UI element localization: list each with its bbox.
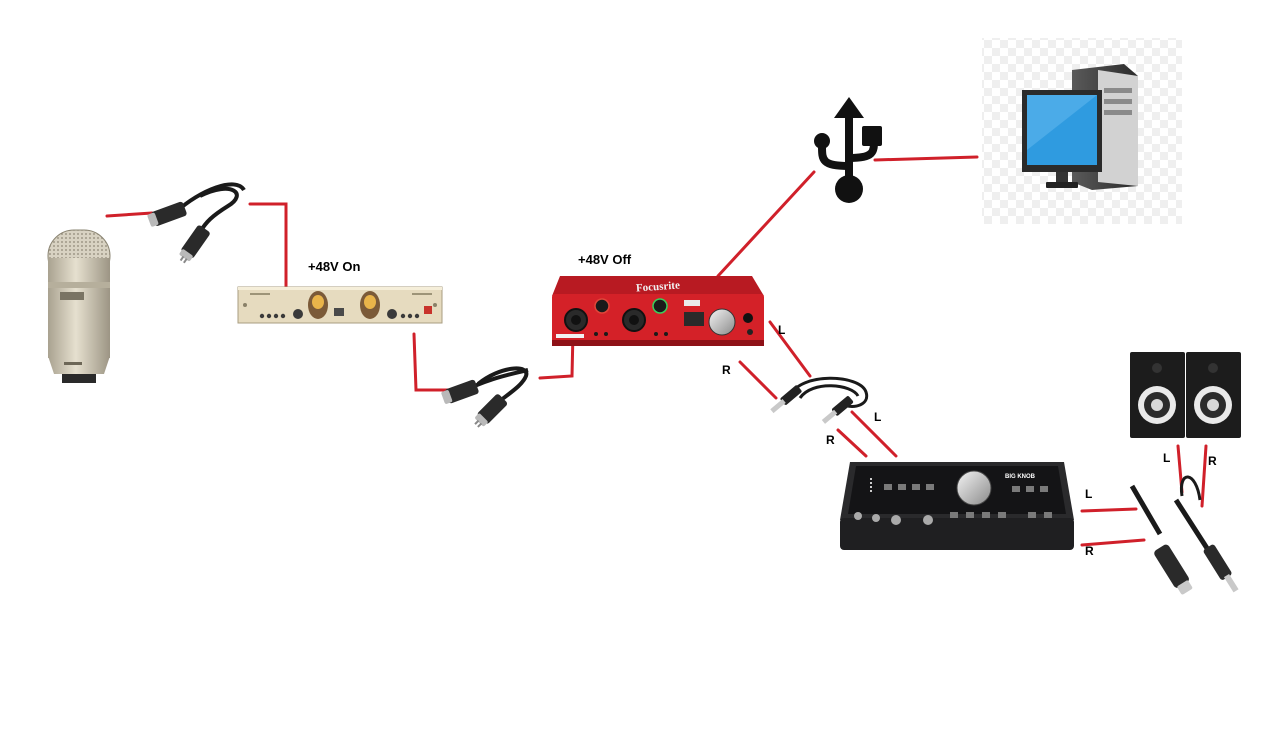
wire-preamp-to-cable xyxy=(412,332,450,392)
wire-interface-left-out xyxy=(768,320,812,378)
wire-interface-to-usb xyxy=(716,170,816,278)
wire-trs-left-to-controller xyxy=(850,410,898,458)
wire-cable-to-preamp xyxy=(248,202,288,290)
speaker-right-in-label: R xyxy=(1208,454,1217,468)
xlr-cable-icon xyxy=(1129,475,1239,595)
xlr-cable-icon xyxy=(147,182,246,264)
wire-controller-right-out xyxy=(1080,538,1146,547)
interface-right-out-label: R xyxy=(722,363,731,377)
trs-cable-icon xyxy=(770,376,869,424)
audio-interface-icon: Focusrite xyxy=(552,276,764,346)
computer-icon xyxy=(982,38,1182,224)
xlr-cable-icon xyxy=(441,366,529,428)
studio-monitor-icon xyxy=(1130,352,1185,438)
preamp-phantom-label: +48V On xyxy=(308,259,361,274)
controller-right-out-label: R xyxy=(1085,544,1094,558)
usb-icon xyxy=(814,97,882,203)
wire-trs-right-to-controller xyxy=(836,428,868,458)
preamp-icon xyxy=(237,286,443,324)
speaker-left-in-label: L xyxy=(1163,451,1171,465)
controller-brand-text: BIG KNOB xyxy=(1005,474,1036,480)
monitor-controller-icon: BIG KNOB xyxy=(840,462,1074,550)
controller-left-out-label: L xyxy=(1085,487,1093,501)
interface-brand-text: Focusrite xyxy=(636,279,681,294)
interface-phantom-label: +48V Off xyxy=(578,252,632,267)
wire-usb-to-computer xyxy=(873,155,979,162)
wire-mic-to-cable xyxy=(105,211,154,218)
trs-left-label: L xyxy=(874,410,882,424)
interface-left-out-label: L xyxy=(778,323,786,337)
wire-controller-left-out xyxy=(1080,507,1138,513)
microphone-icon xyxy=(47,229,111,383)
wire-cable-to-interface xyxy=(538,330,575,380)
studio-monitor-icon xyxy=(1186,352,1241,438)
wire-interface-right-out xyxy=(738,360,778,400)
trs-right-label: R xyxy=(826,433,835,447)
wire-speaker-right-in xyxy=(1200,444,1208,508)
